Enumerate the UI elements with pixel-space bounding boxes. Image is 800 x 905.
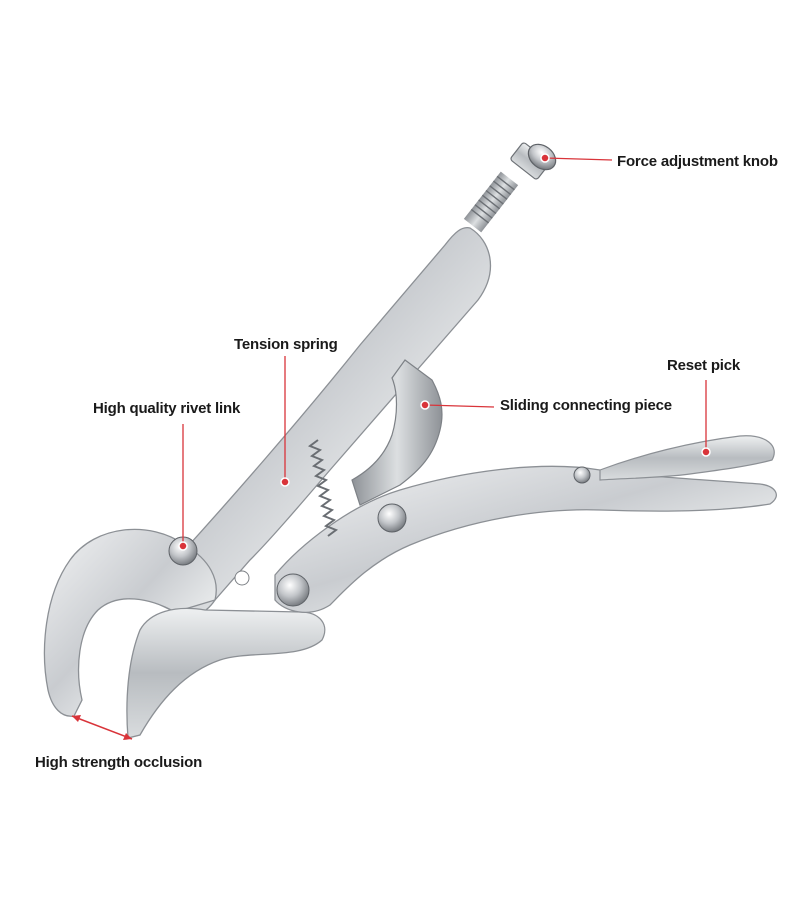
label-force-adjustment-knob: Force adjustment knob (617, 153, 778, 170)
sliding-connecting-piece (351, 359, 443, 506)
lower-jaw (126, 607, 326, 739)
label-sliding-connecting-piece: Sliding connecting piece (500, 397, 672, 414)
reset-pick (599, 435, 775, 481)
label-reset-pick: Reset pick (667, 357, 741, 374)
label-tension-spring: Tension spring (234, 336, 338, 353)
tension-spring (307, 439, 339, 537)
label-high-strength-occlusion: High strength occlusion (35, 754, 203, 771)
label-rivet-link: High quality rivet link (93, 400, 241, 417)
adjustment-screw (463, 142, 557, 233)
lower-handle (274, 465, 777, 613)
rivet-link (377, 503, 407, 533)
callout-markers (71, 153, 711, 740)
rivet-handle (573, 466, 591, 484)
rivet-pivot (276, 573, 310, 607)
jaw-hole (234, 570, 250, 586)
